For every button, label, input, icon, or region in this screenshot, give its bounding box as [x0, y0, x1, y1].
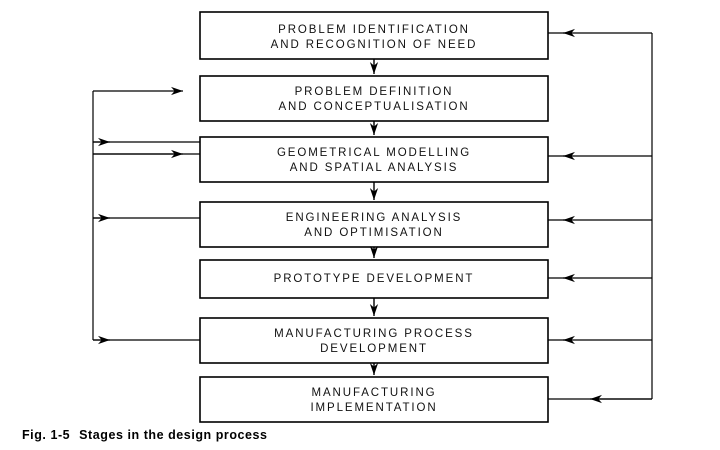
- stage-4-line1: ENGINEERING ANALYSIS: [286, 212, 462, 224]
- stage-box-7[interactable]: MANUFACTURING IMPLEMENTATION: [199, 376, 549, 423]
- stage-1-line2: AND RECOGNITION OF NEED: [271, 39, 478, 51]
- stage-box-4[interactable]: ENGINEERING ANALYSIS AND OPTIMISATION: [199, 201, 549, 248]
- stage-2-line1: PROBLEM DEFINITION: [295, 86, 454, 98]
- stage-5-line1: PROTOTYPE DEVELOPMENT: [274, 273, 475, 285]
- stage-box-6[interactable]: MANUFACTURING PROCESS DEVELOPMENT: [199, 317, 549, 364]
- stage-7-line1: MANUFACTURING: [311, 387, 436, 399]
- right-feedback-bus: [548, 28, 653, 404]
- stage-3-line1: GEOMETRICAL MODELLING: [277, 147, 471, 159]
- stage-box-3[interactable]: GEOMETRICAL MODELLING AND SPATIAL ANALYS…: [199, 136, 549, 183]
- figure-caption-text: Stages in the design process: [79, 428, 268, 442]
- figure-caption: Fig. 1-5 Stages in the design process: [22, 428, 268, 442]
- stage-6-line2: DEVELOPMENT: [320, 343, 428, 355]
- stage-box-2[interactable]: PROBLEM DEFINITION AND CONCEPTUALISATION: [199, 75, 549, 122]
- stage-4-line2: AND OPTIMISATION: [304, 227, 443, 239]
- stage-box-1[interactable]: PROBLEM IDENTIFICATION AND RECOGNITION O…: [199, 11, 549, 60]
- stage-2-line2: AND CONCEPTUALISATION: [278, 101, 469, 113]
- stage-7-line2: IMPLEMENTATION: [310, 402, 437, 414]
- stage-6-line1: MANUFACTURING PROCESS: [274, 328, 474, 340]
- left-feedback-bus: [92, 86, 200, 345]
- figure-caption-label: Fig. 1-5: [22, 428, 71, 442]
- stage-1-line1: PROBLEM IDENTIFICATION: [278, 24, 470, 36]
- stage-3-line2: AND SPATIAL ANALYSIS: [290, 162, 459, 174]
- stage-box-5[interactable]: PROTOTYPE DEVELOPMENT: [199, 259, 549, 299]
